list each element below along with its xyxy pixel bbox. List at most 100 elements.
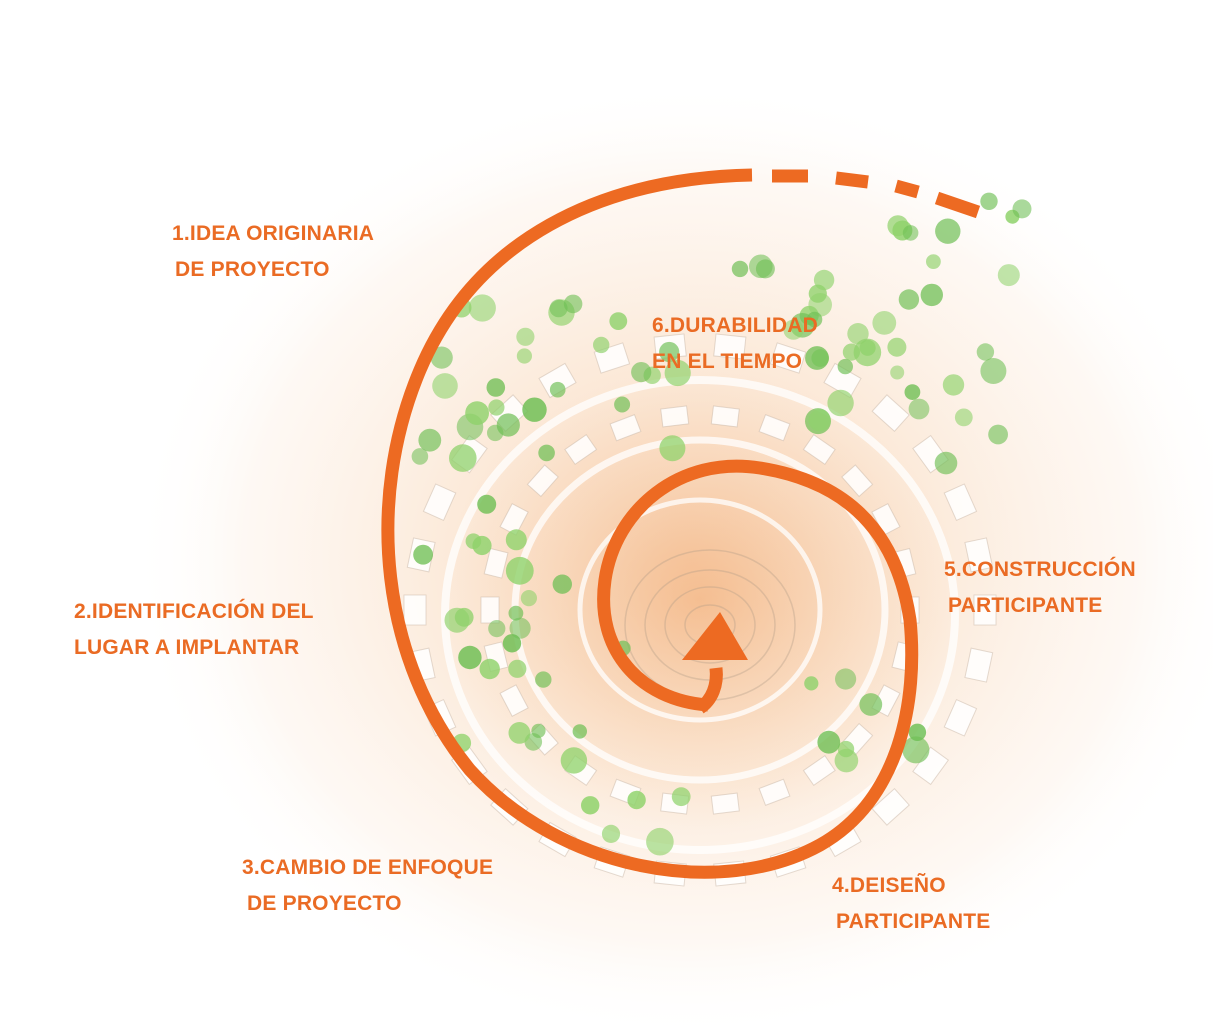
tree-dot xyxy=(477,494,497,514)
tree-dot xyxy=(859,693,883,716)
step-4-line-1: 4.DEISEÑO xyxy=(832,874,946,897)
tree-dot xyxy=(835,668,857,690)
spiral-dash xyxy=(894,179,920,199)
tree-dot xyxy=(432,373,458,399)
road-rings xyxy=(441,376,959,854)
house-plot xyxy=(483,547,509,579)
house-plot xyxy=(526,464,559,498)
step-6-line-1: 6.DURABILIDAD xyxy=(652,314,818,337)
house-plot xyxy=(943,483,978,522)
tree-dot xyxy=(516,327,535,346)
spiral-dash xyxy=(934,191,981,219)
tree-dot xyxy=(614,396,631,413)
tree-dot xyxy=(538,444,555,462)
tree-dot xyxy=(935,218,961,244)
house-plot xyxy=(713,333,747,360)
step-1-label: 1.IDEA ORIGINARIA DE PROYECTO xyxy=(172,216,374,288)
step-4-label: 4.DEISEÑO PARTICIPANTE xyxy=(832,868,990,940)
house-plot xyxy=(964,537,994,573)
step-5-line-1: 5.CONSTRUCCIÓN xyxy=(944,558,1136,581)
tree-dot xyxy=(659,435,686,462)
house-plot xyxy=(802,434,836,465)
tree-dot xyxy=(609,312,628,330)
tree-dot xyxy=(988,424,1008,445)
tree-dot xyxy=(502,634,522,653)
tree-dot xyxy=(920,283,943,307)
spiral-tail xyxy=(696,667,723,714)
tree-dot xyxy=(465,533,482,549)
tree-dot xyxy=(549,299,568,318)
tree-dot xyxy=(806,311,823,328)
tree-dot xyxy=(486,378,506,397)
house-plot xyxy=(710,405,740,428)
tree-dot xyxy=(572,724,587,739)
tree-dot xyxy=(980,192,998,210)
step-3-line-2: DE PROYECTO xyxy=(247,892,402,915)
house-plot xyxy=(499,503,529,536)
tree-dot xyxy=(942,374,965,396)
house-plot xyxy=(710,792,740,815)
tree-dot xyxy=(872,311,897,335)
tree-dot xyxy=(646,827,674,856)
tree-dot xyxy=(1012,199,1032,219)
house-plot xyxy=(564,434,598,465)
step-1-line-2: DE PROYECTO xyxy=(175,258,330,281)
house-plot xyxy=(660,405,690,428)
tree-dot xyxy=(659,341,680,363)
arrowhead-icon xyxy=(682,612,748,660)
tree-dot xyxy=(837,358,853,375)
tree-dot xyxy=(508,605,524,621)
tree-dot xyxy=(552,574,572,594)
tree-dot xyxy=(847,323,869,345)
tree-dot xyxy=(479,658,500,680)
tree-dot xyxy=(904,384,921,400)
house-plot xyxy=(841,464,874,498)
step-3-label: 3.CAMBIO DE ENFOQUE DE PROYECTO xyxy=(242,850,493,922)
tree-dot xyxy=(465,401,489,425)
trees xyxy=(411,192,1032,856)
step-6-line-2: EN EL TIEMPO xyxy=(652,350,803,373)
tree-dot xyxy=(804,676,819,691)
step-1-line-1: 1.IDEA ORIGINARIA xyxy=(172,222,375,245)
tree-dot xyxy=(549,381,566,398)
tree-dot xyxy=(980,358,1007,384)
tree-dot xyxy=(522,397,547,422)
house-plot xyxy=(871,503,901,536)
tree-dot xyxy=(954,408,973,427)
tree-dot xyxy=(908,398,930,420)
tree-dot xyxy=(520,590,538,607)
tree-dot xyxy=(805,346,829,370)
tree-dot xyxy=(783,319,804,340)
tree-dot xyxy=(671,787,691,807)
tree-dot xyxy=(560,747,588,774)
tree-dot xyxy=(997,264,1020,287)
step-6-label: 6.DURABILIDAD EN EL TIEMPO xyxy=(652,308,818,380)
tree-dot xyxy=(430,346,453,369)
tree-dot xyxy=(890,365,905,380)
tree-dot xyxy=(902,736,930,764)
tree-dot xyxy=(488,399,505,416)
tree-dot xyxy=(505,556,534,585)
house-plot xyxy=(769,342,807,374)
house-plot xyxy=(964,647,994,683)
tree-dot xyxy=(516,348,533,364)
step-5-line-2: PARTICIPANTE xyxy=(948,594,1103,617)
tree-dot xyxy=(749,254,773,279)
tree-dot xyxy=(898,289,920,310)
tree-dot xyxy=(458,645,482,670)
house-plot xyxy=(480,596,500,624)
tree-dot xyxy=(853,338,882,367)
tree-dot xyxy=(908,723,927,741)
tree-dot xyxy=(631,362,652,383)
tree-dot xyxy=(934,451,958,475)
house-plot xyxy=(758,778,791,806)
tree-dot xyxy=(976,343,995,361)
tree-dot xyxy=(505,529,527,551)
spiral-dash xyxy=(835,171,869,189)
step-5-label: 5.CONSTRUCCIÓN PARTICIPANTE xyxy=(944,552,1136,624)
tree-dot xyxy=(535,671,552,688)
tree-dot xyxy=(601,824,621,844)
house-plot xyxy=(871,787,910,826)
